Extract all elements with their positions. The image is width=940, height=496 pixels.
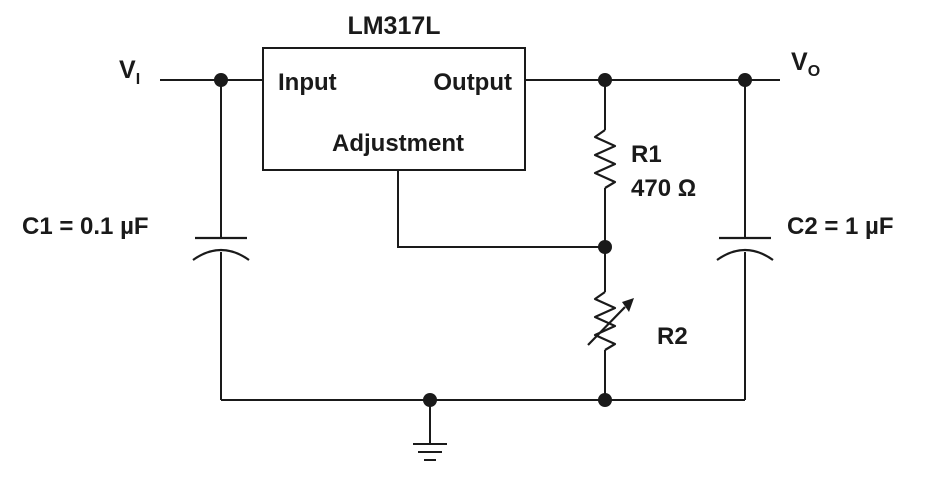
r1-value-label: 470 Ω [631,175,696,202]
adjustment-wire [397,170,605,248]
ground-icon [413,443,447,461]
c1-label: C1 = 0.1 µF [22,213,149,240]
c2-label: C2 = 1 µF [787,213,894,240]
c1-capacitor [192,236,250,261]
vout-label: VO [791,48,820,80]
vin-letter: V [119,56,136,84]
ic-pin-output-label: Output [433,69,512,96]
ic-pin-input-label: Input [278,69,337,96]
vout-subscript: O [808,63,820,80]
r1-resistor [593,129,617,189]
ic-pin-adjustment-label: Adjustment [332,130,464,157]
r1-name-label: R1 [631,141,662,168]
junction-dot-icon [598,393,612,407]
r2-name-label: R2 [657,323,688,350]
junction-dot-icon [423,393,437,407]
vout-letter: V [791,48,808,76]
ic-body [262,47,526,171]
r2-wiper-arrowhead [622,298,634,312]
junction-dot-icon [598,240,612,254]
r2-resistor [593,291,617,351]
ic-part-number: LM317L [347,12,440,40]
junction-dot-icon [738,73,752,87]
junction-dot-icon [598,73,612,87]
junction-dot-icon [214,73,228,87]
vin-subscript: I [136,71,140,88]
r2-wiper-arrow [587,306,626,346]
vin-label: VI [119,56,140,88]
c2-capacitor [716,236,774,261]
